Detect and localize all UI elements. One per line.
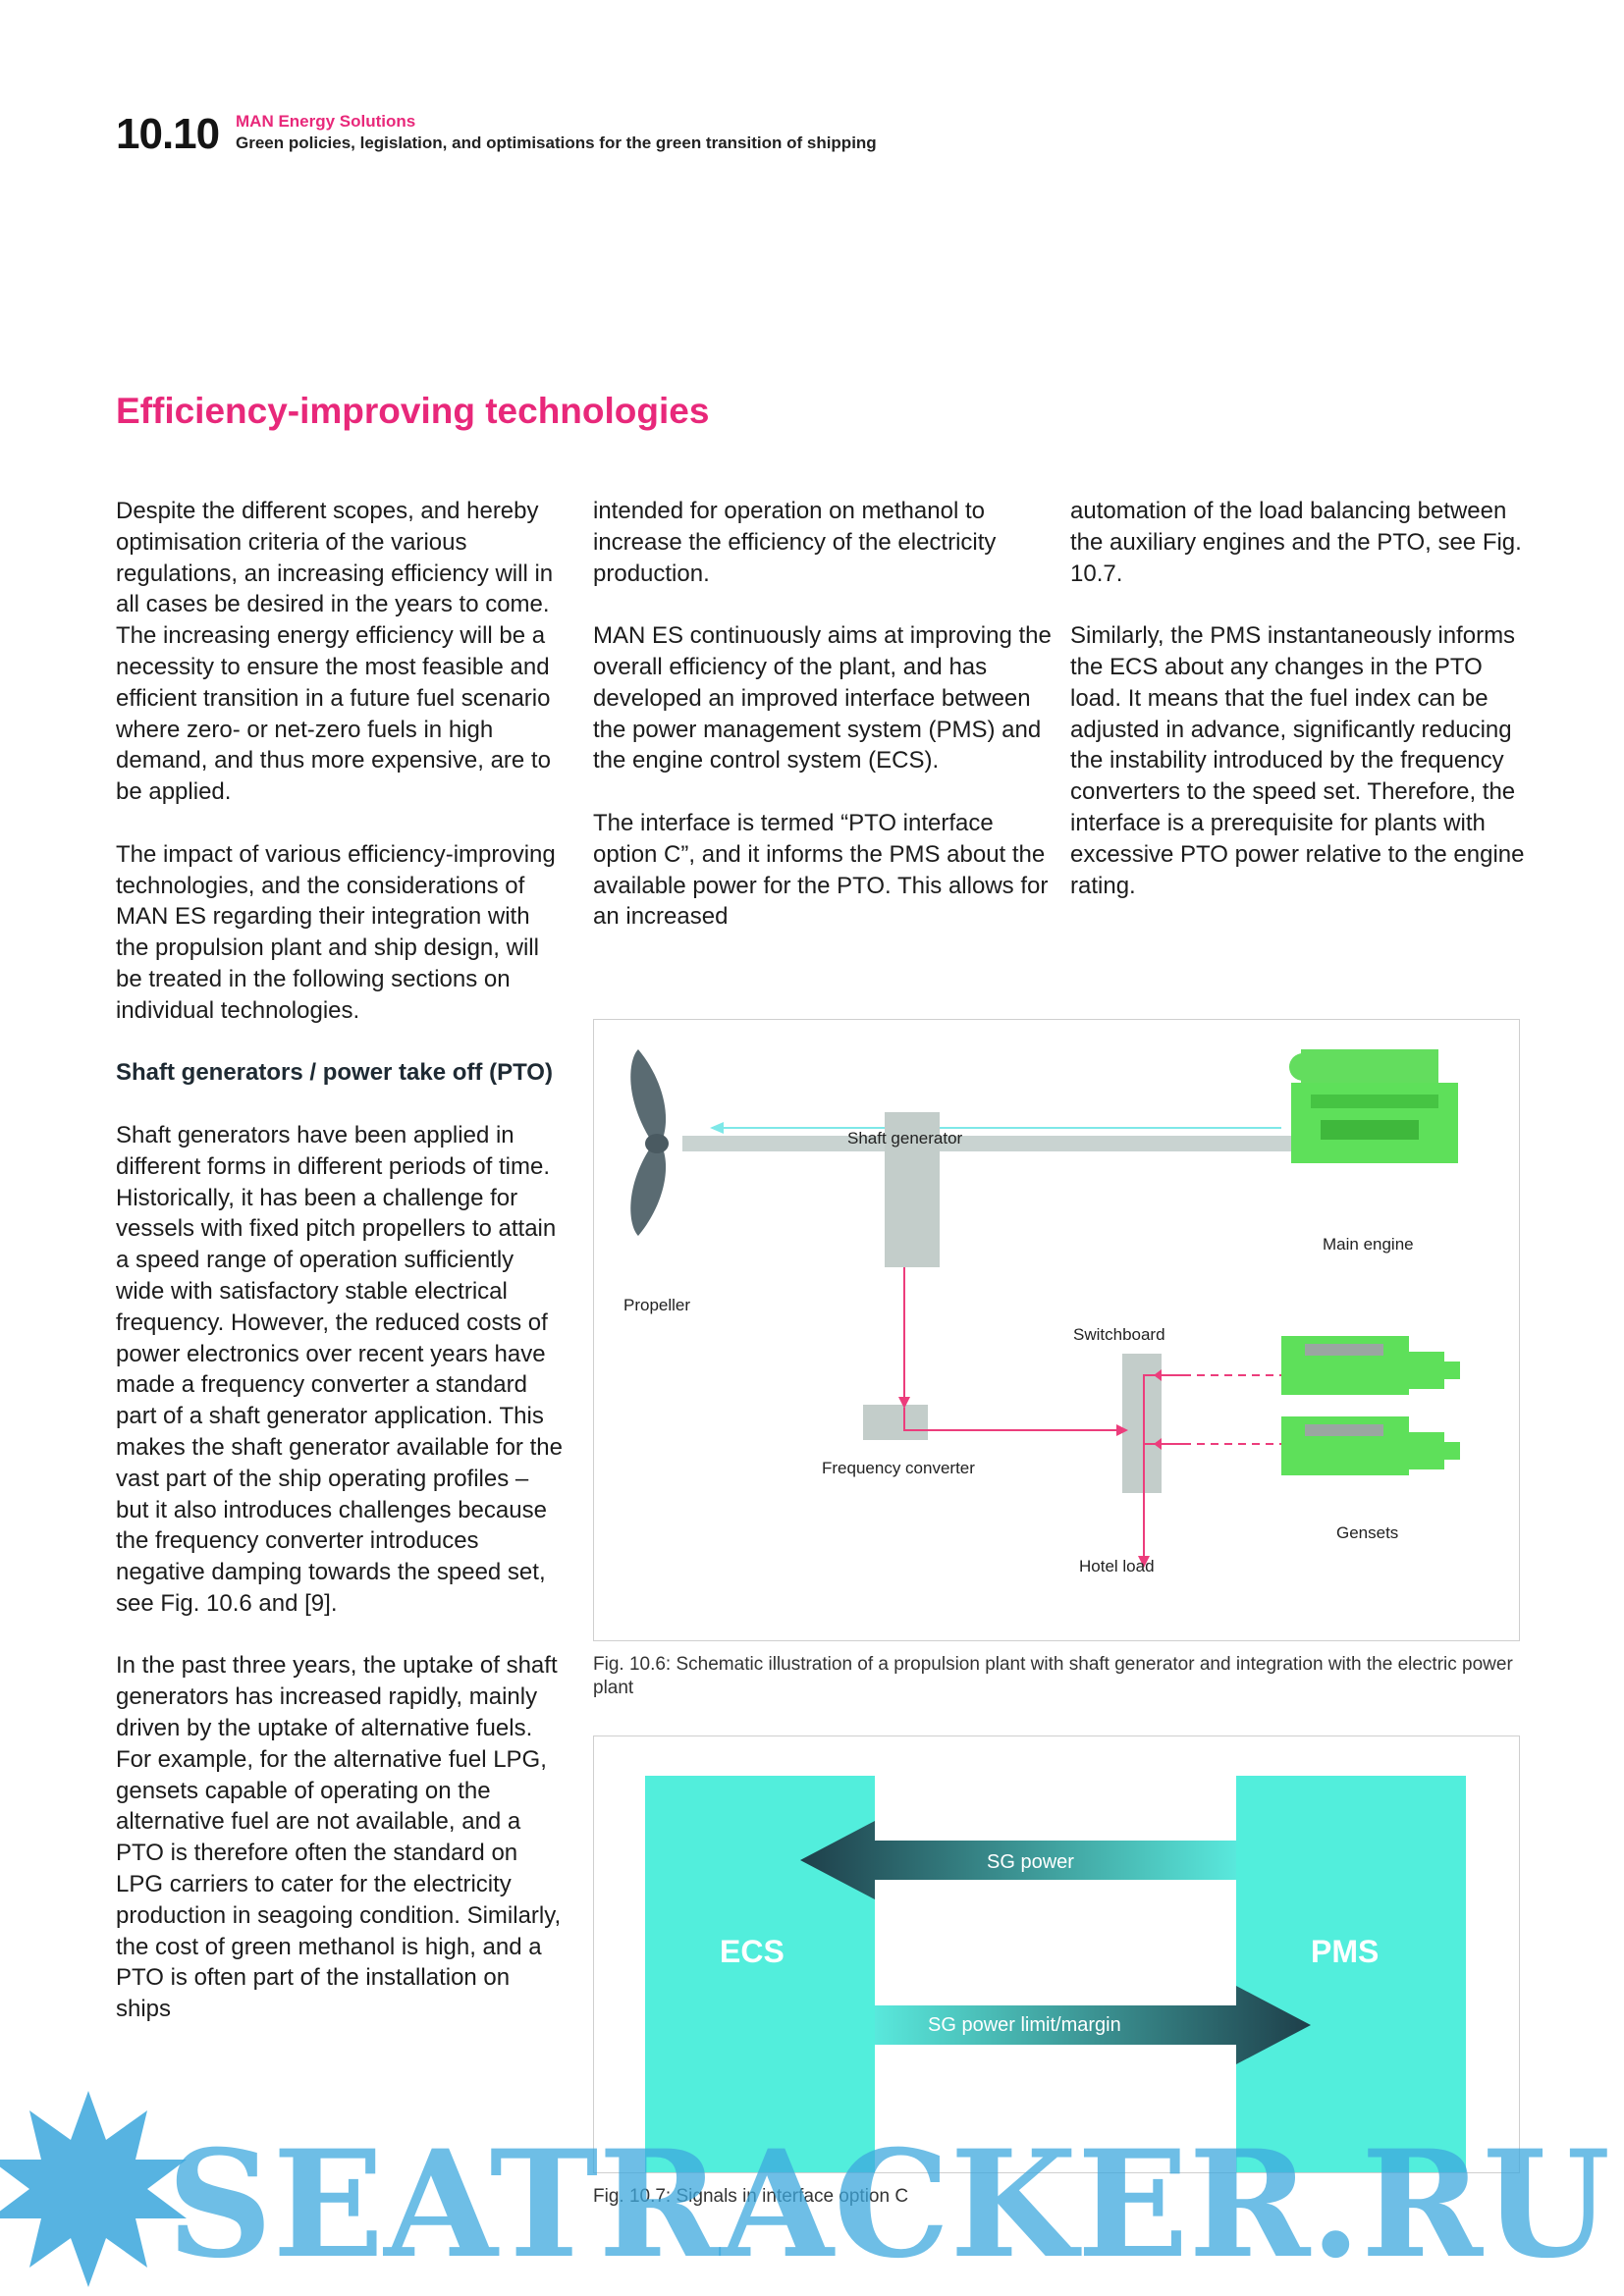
arrow-head — [1138, 1556, 1150, 1568]
label-main-engine: Main engine — [1323, 1235, 1414, 1254]
paragraph: MAN ES continuously aims at improving th… — [593, 622, 1052, 774]
paragraph: The impact of various efficiency-improvi… — [116, 840, 556, 1024]
section-title: Efficiency-improving technologies — [116, 391, 710, 431]
genset-icon — [1281, 1416, 1460, 1475]
arrow-head — [1154, 1369, 1162, 1381]
label-frequency-converter: Frequency converter — [822, 1459, 975, 1477]
label-switchboard: Switchboard — [1073, 1325, 1165, 1344]
main-engine-icon — [1289, 1049, 1458, 1163]
brand-name: MAN Energy Solutions — [236, 112, 416, 131]
arrow-head — [1116, 1424, 1128, 1436]
label-sg-power-limit: SG power limit/margin — [928, 2014, 1121, 2036]
label-shaft-generator: Shaft generator — [847, 1129, 963, 1148]
text-column-3: automation of the load balancing between… — [1070, 496, 1532, 933]
text-column-2: intended for operation on methanol to in… — [593, 496, 1055, 964]
label-ecs: ECS — [720, 1934, 785, 1969]
text-column-1: Despite the different scopes, and hereby… — [116, 496, 568, 2056]
paragraph: automation of the load balancing between… — [1070, 498, 1522, 587]
figure-interface-signals: ECS PMS SG power SG power limit/margin — [593, 1735, 1520, 2173]
label-sg-power: SG power — [987, 1851, 1074, 1873]
label-pms: PMS — [1311, 1934, 1379, 1969]
frequency-converter-block — [863, 1405, 928, 1440]
electrical-flow-lines — [903, 1267, 1360, 1562]
pms-block — [1236, 1776, 1466, 2172]
arrow-head — [710, 1122, 724, 1134]
shaft — [1075, 1136, 1164, 1151]
switchboard-block — [1122, 1354, 1162, 1493]
genset-icon — [1281, 1336, 1460, 1395]
section-number: 10.10 — [116, 110, 220, 158]
watermark: SEATRACKER.RU — [0, 2091, 1610, 2291]
paragraph: The interface is termed “PTO interface o… — [593, 809, 1049, 931]
paragraph: In the past three years, the uptake of s… — [116, 1652, 562, 2023]
arrow-head — [1154, 1438, 1162, 1450]
subsection-heading: Shaft generators / power take off (PTO) — [116, 1059, 553, 1087]
shaft — [682, 1136, 1075, 1151]
header-subtitle: Green policies, legislation, and optimis… — [236, 133, 877, 152]
watermark-text: SEATRACKER.RU — [167, 2118, 1610, 2291]
paragraph: Shaft generators have been applied in di… — [116, 1121, 563, 1617]
label-hotel-load: Hotel load — [1079, 1557, 1155, 1575]
sg-power-limit-arrow — [875, 1986, 1311, 2064]
propulsion-plant-diagram: Shaft generator Propeller Main engine Sw… — [623, 1049, 1460, 1575]
label-gensets: Gensets — [1336, 1523, 1398, 1542]
figure-caption: Fig. 10.6: Schematic illustration of a p… — [593, 1654, 1513, 1698]
shaft-generator-block — [885, 1112, 940, 1267]
propeller-icon — [630, 1049, 669, 1236]
arrow-head — [898, 1397, 910, 1409]
figure-propulsion-plant: Shaft generator Propeller Main engine Sw… — [593, 1019, 1520, 1641]
paragraph: Despite the different scopes, and hereby… — [116, 498, 554, 806]
sunburst-icon — [0, 2091, 187, 2287]
paragraph: intended for operation on methanol to in… — [593, 498, 997, 587]
sg-power-arrow — [800, 1821, 1236, 1899]
figure-caption: Fig. 10.7: Signals in interface option C — [593, 2186, 909, 2207]
paragraph: Similarly, the PMS instantaneously infor… — [1070, 622, 1525, 899]
interface-signals-diagram: ECS PMS SG power SG power limit/margin — [645, 1776, 1466, 2172]
label-propeller: Propeller — [623, 1296, 690, 1314]
